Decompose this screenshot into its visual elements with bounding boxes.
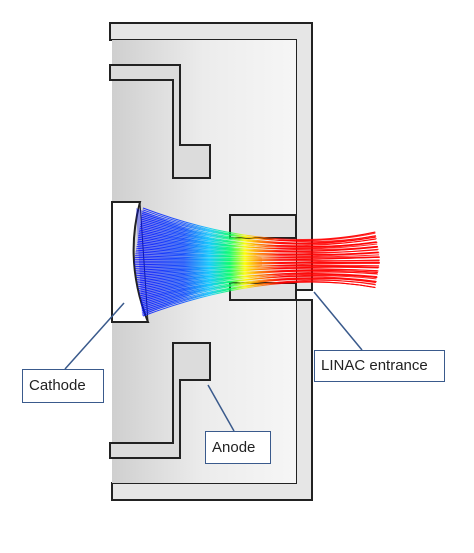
beam-ray: [139, 227, 377, 248]
anode-upper: [109, 64, 211, 179]
beam-ray: [136, 247, 379, 256]
cathode-label: Cathode: [22, 369, 104, 403]
anode-label: Anode: [205, 431, 271, 464]
beam-ray: [136, 245, 379, 255]
beam-ray: [139, 271, 378, 295]
beam-ray: [135, 252, 380, 258]
beam-ray: [139, 225, 377, 247]
beam-ray: [142, 281, 376, 317]
beam-ray: [141, 277, 376, 308]
beam-ray: [138, 270, 378, 290]
beam-ray: [134, 259, 380, 268]
aperture-upper: [229, 214, 297, 239]
beam-ray: [141, 218, 377, 244]
beam-ray: [141, 213, 376, 242]
cathode-pointer: [64, 302, 125, 370]
beam-ray: [137, 240, 379, 253]
beam-ray: [138, 233, 378, 250]
linac-entrance-label: LINAC entrance: [314, 350, 445, 382]
anode-pointer: [207, 384, 235, 432]
linac-pointer: [313, 291, 363, 351]
beam-ray: [134, 256, 380, 262]
beam-ray: [142, 279, 376, 315]
beam-ray: [140, 274, 377, 302]
beam-ray: [140, 220, 377, 245]
beam-ray: [135, 262, 379, 275]
beam-envelope: [136, 208, 262, 316]
beam-ray: [135, 261, 380, 269]
beam-ray: [141, 278, 376, 310]
beam-ray: [137, 266, 379, 282]
anode-lower: [109, 342, 211, 459]
electron-beam: [134, 207, 380, 317]
beam-ray: [138, 269, 378, 288]
